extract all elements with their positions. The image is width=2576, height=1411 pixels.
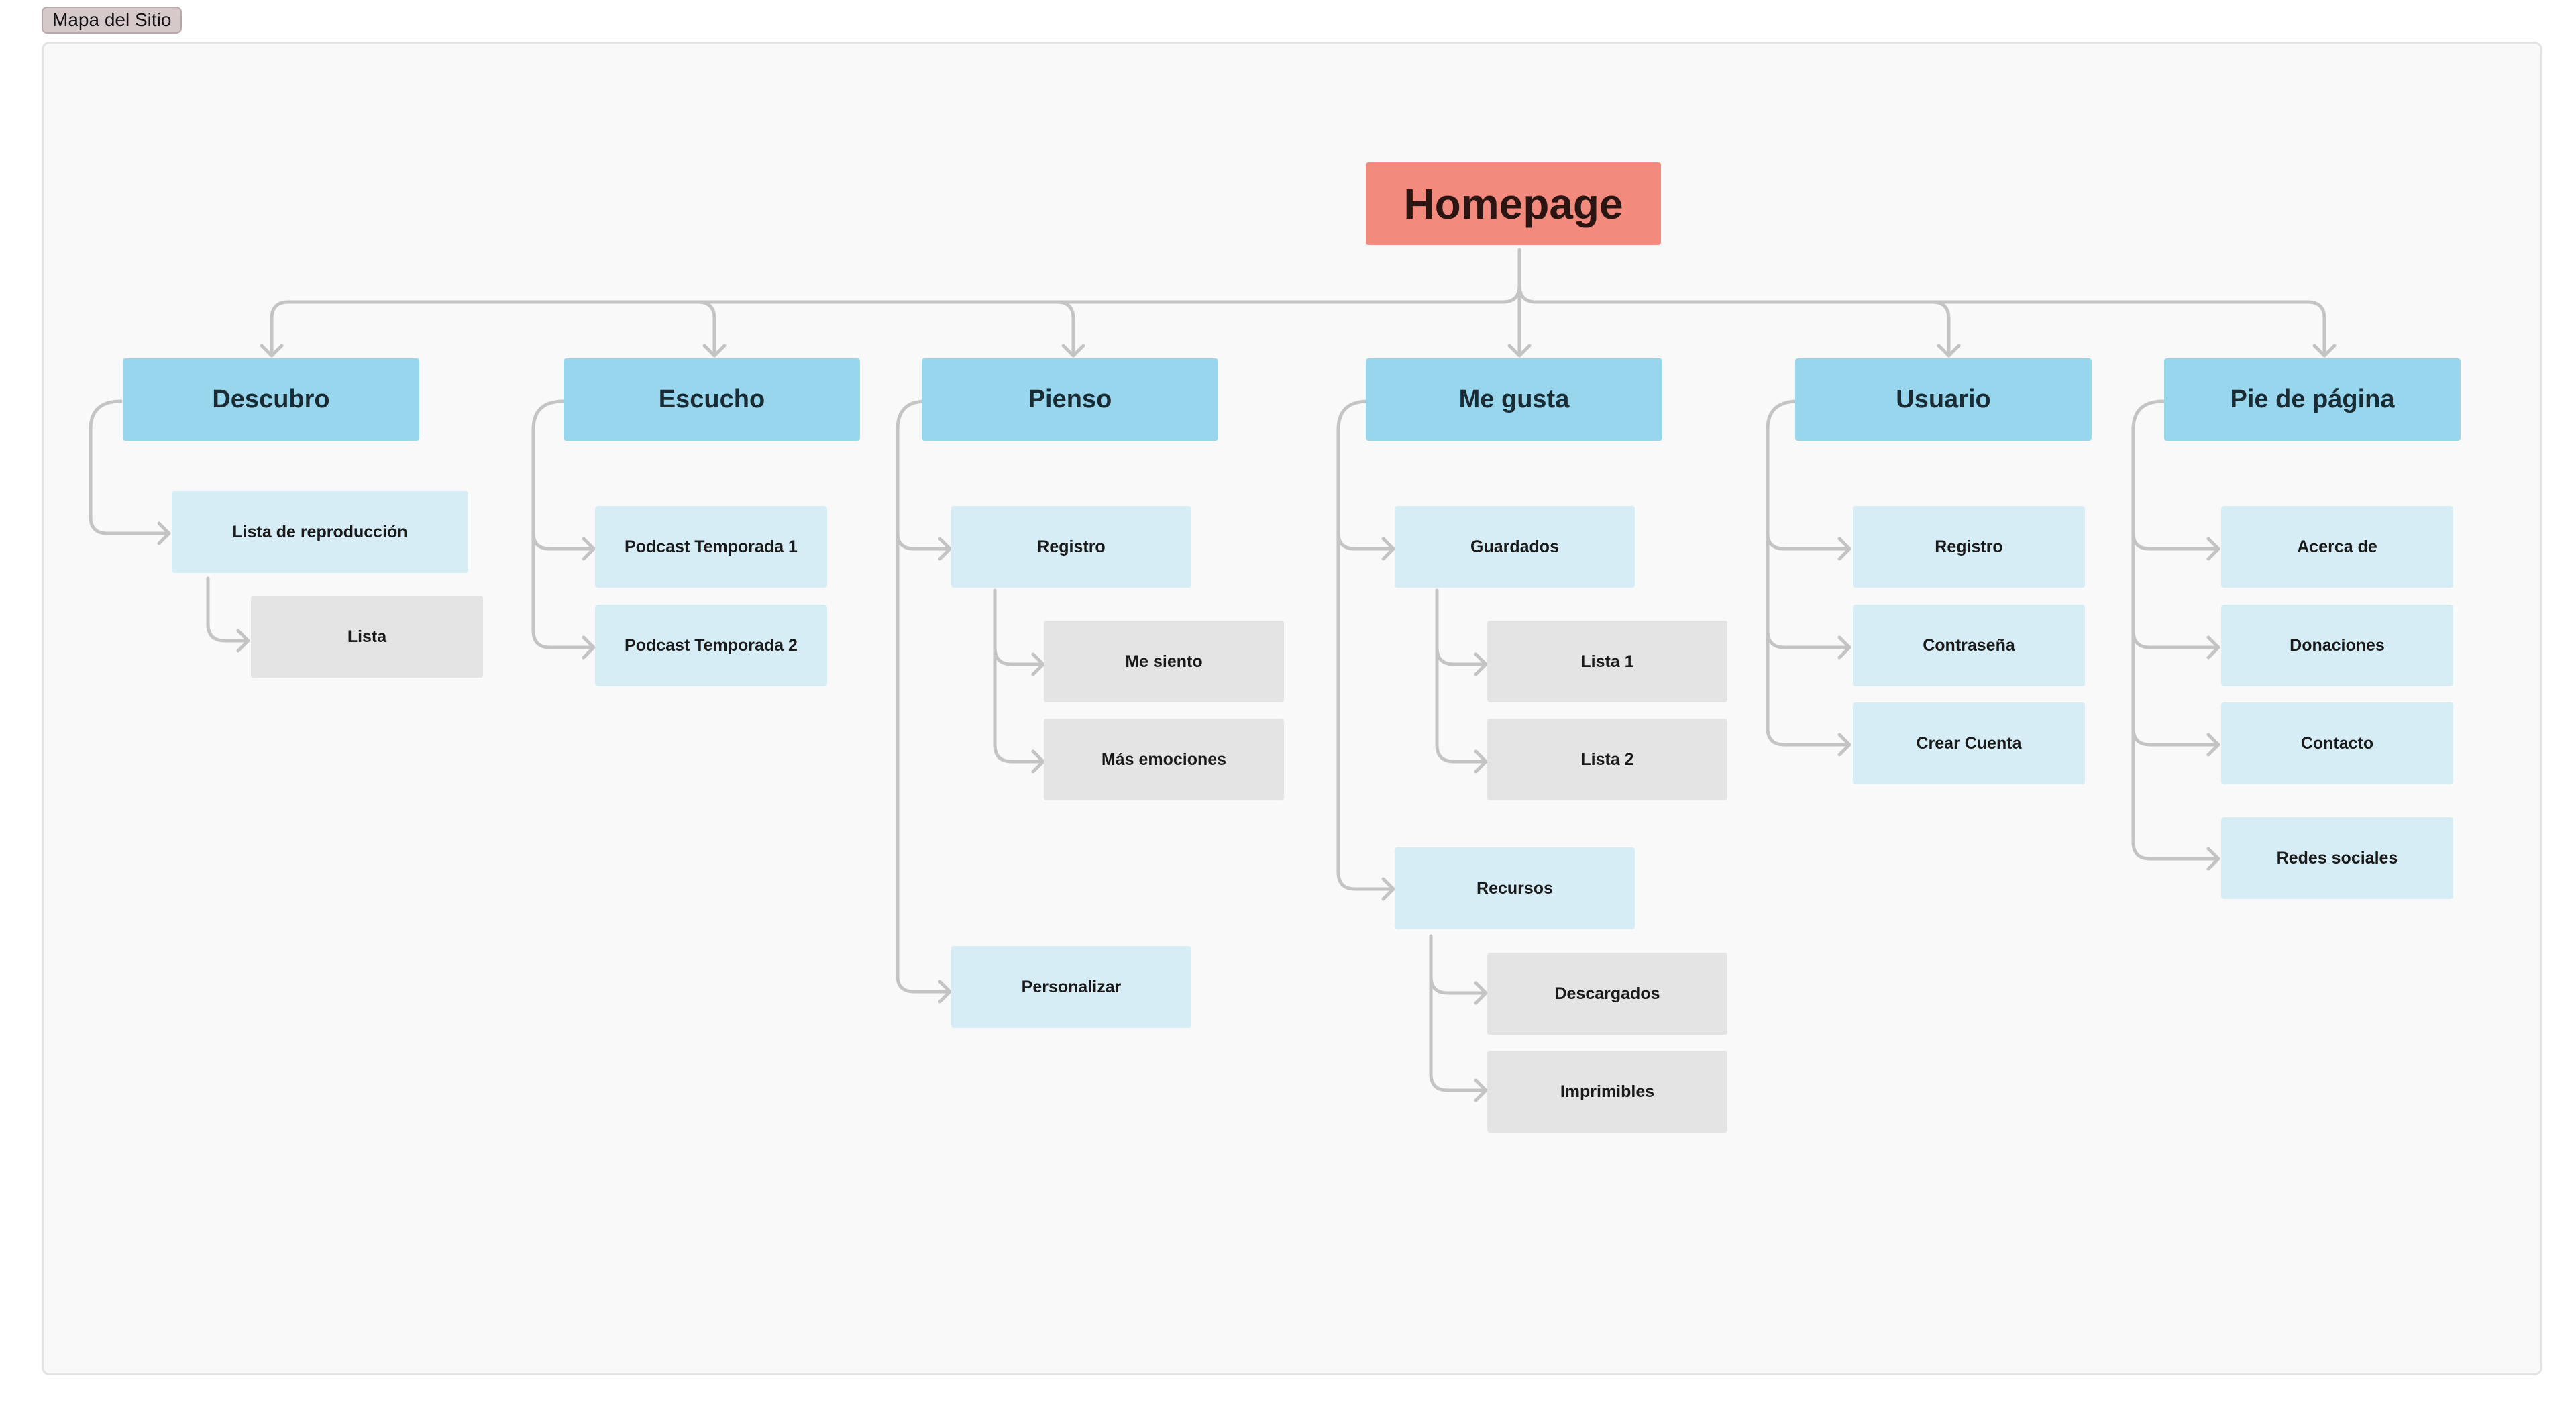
drop-escucho	[696, 300, 716, 358]
subpage-lista-2[interactable]: Lista 2	[1487, 719, 1727, 800]
page-contacto[interactable]: Contacto	[2221, 702, 2453, 784]
section-me-gusta[interactable]: Me gusta	[1366, 358, 1662, 441]
subpage-lista-1[interactable]: Lista 1	[1487, 621, 1727, 702]
page-donaciones[interactable]: Donaciones	[2221, 605, 2453, 686]
escucho-connectors	[531, 399, 596, 660]
page-crear-cuenta[interactable]: Crear Cuenta	[1853, 702, 2085, 784]
page-registro-pienso[interactable]: Registro	[951, 506, 1191, 588]
page-personalizar[interactable]: Personalizar	[951, 946, 1191, 1028]
page-acerca-de[interactable]: Acerca de	[2221, 506, 2453, 588]
root-connectors	[270, 248, 2326, 358]
page-guardados[interactable]: Guardados	[1395, 506, 1635, 588]
arrowheads-top	[260, 344, 2337, 358]
section-descubro[interactable]: Descubro	[123, 358, 419, 441]
section-escucho[interactable]: Escucho	[564, 358, 860, 441]
sitemap-canvas	[42, 42, 2542, 1375]
drop-pienso	[1055, 300, 1075, 358]
descubro-connectors	[89, 399, 250, 653]
section-pie-de-pagina[interactable]: Pie de página	[2164, 358, 2461, 441]
root-branch-left	[270, 283, 1521, 358]
subpage-descargados[interactable]: Descargados	[1487, 953, 1727, 1035]
page-podcast-temporada-2[interactable]: Podcast Temporada 2	[595, 605, 827, 686]
drop-usuario	[1930, 300, 1951, 358]
node-homepage[interactable]: Homepage	[1366, 162, 1661, 245]
page-recursos[interactable]: Recursos	[1395, 847, 1635, 929]
root-branch-right	[1517, 283, 2326, 358]
page-podcast-temporada-1[interactable]: Podcast Temporada 1	[595, 506, 827, 588]
page-lista-de-reproduccion[interactable]: Lista de reproducción	[172, 491, 468, 573]
section-usuario[interactable]: Usuario	[1795, 358, 2092, 441]
section-pienso[interactable]: Pienso	[922, 358, 1218, 441]
page-registro-usuario[interactable]: Registro	[1853, 506, 2085, 588]
usuario-connectors	[1766, 399, 1851, 757]
subpage-me-siento[interactable]: Me siento	[1044, 621, 1284, 702]
subpage-mas-emociones[interactable]: Más emociones	[1044, 719, 1284, 800]
pienso-connectors	[896, 399, 1045, 1004]
frame-label[interactable]: Mapa del Sitio	[42, 7, 182, 34]
page-contrasena[interactable]: Contraseña	[1853, 605, 2085, 686]
me-gusta-connectors	[1336, 399, 1488, 1102]
subpage-imprimibles[interactable]: Imprimibles	[1487, 1051, 1727, 1133]
subpage-lista[interactable]: Lista	[251, 596, 483, 678]
page-redes-sociales[interactable]: Redes sociales	[2221, 817, 2453, 899]
pie-de-pagina-connectors	[2131, 399, 2220, 871]
